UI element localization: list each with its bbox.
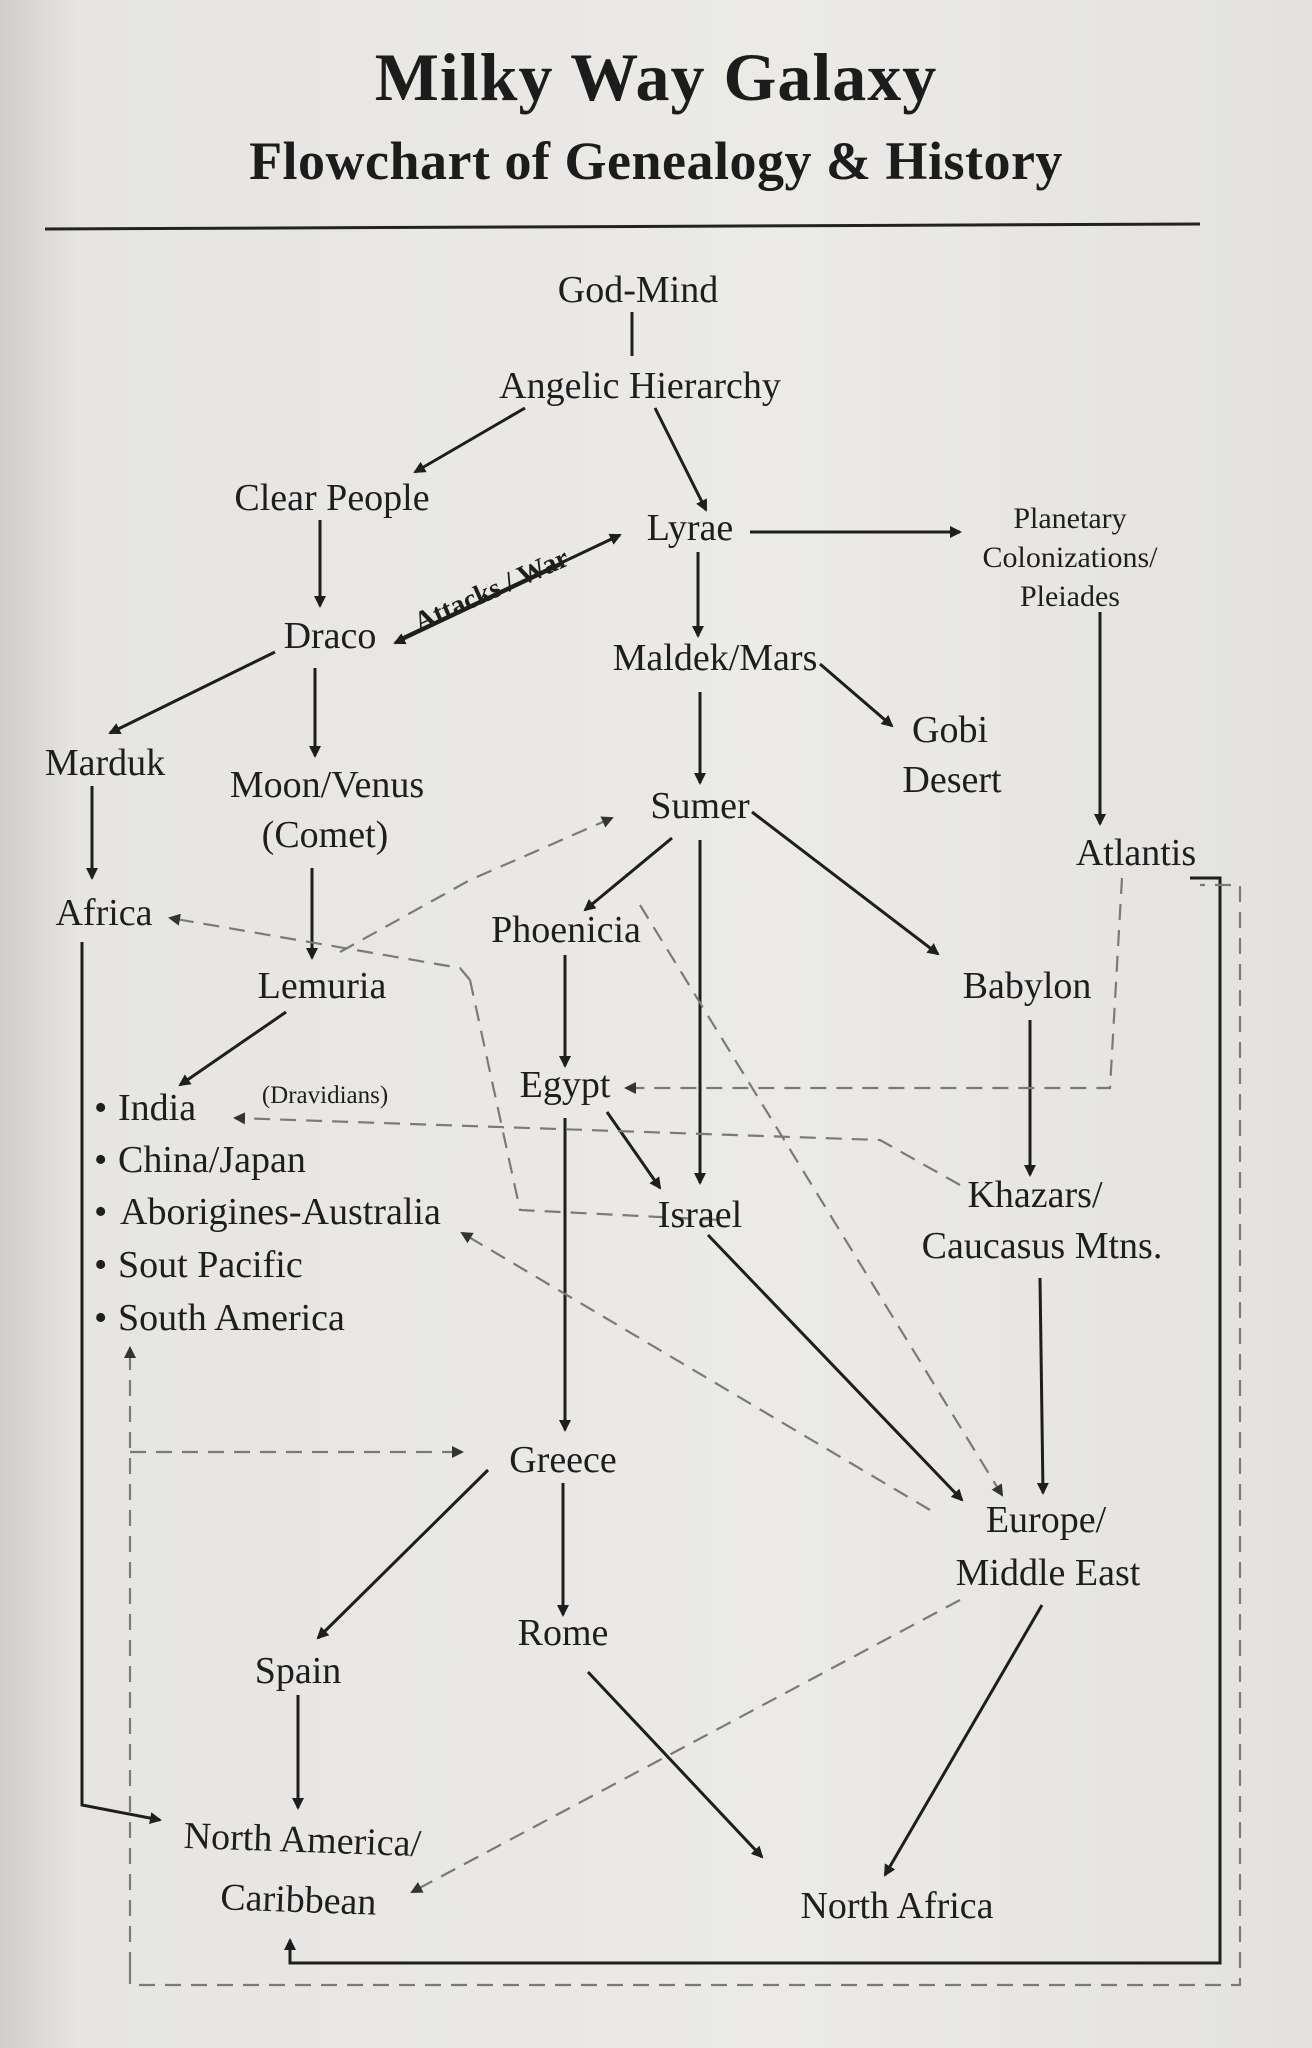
node-phoenicia: Phoenicia bbox=[491, 909, 641, 951]
dashed-atlantis-egypt bbox=[624, 877, 1124, 1094]
node-sumer: Sumer bbox=[650, 785, 750, 827]
node-god-mind: God-Mind bbox=[558, 269, 718, 311]
node-angelic-hierarchy: Angelic Hierarchy bbox=[499, 365, 781, 407]
edge-lyrae-draco-attacks bbox=[393, 563, 561, 645]
edge-israel-europe bbox=[706, 1233, 964, 1502]
list-bullet: • bbox=[94, 1191, 107, 1233]
lemuria-destinations-list: • India • China/Japan • Aborigines-Austr… bbox=[94, 1087, 441, 1339]
list-item-south-pacific: Sout Pacific bbox=[118, 1244, 303, 1286]
edge-atlantis-northamerica bbox=[284, 876, 1222, 1965]
list-bullet: • bbox=[94, 1087, 107, 1129]
node-labels: God-Mind Angelic Hierarchy Clear People … bbox=[45, 269, 1196, 1927]
node-north-america-line1: North America/ bbox=[183, 1815, 422, 1865]
dashed-edges bbox=[124, 816, 1242, 1987]
node-north-africa: North Africa bbox=[800, 1885, 993, 1927]
dashed-phoenicia-europe bbox=[639, 904, 1004, 1497]
node-lyrae: Lyrae bbox=[647, 507, 734, 549]
dashed-sumer-africa bbox=[168, 913, 471, 981]
dashed-europe-aborigines bbox=[460, 1231, 931, 1511]
node-khazars-line2: Caucasus Mtns. bbox=[922, 1225, 1163, 1267]
node-egypt: Egypt bbox=[520, 1064, 611, 1106]
edge-angelic-clearpeople bbox=[413, 406, 526, 474]
node-planetary-line2: Colonizations/ bbox=[983, 541, 1159, 574]
node-planetary-line3: Pleiades bbox=[1020, 580, 1120, 613]
edge-greece-spain bbox=[316, 1468, 490, 1640]
node-gobi-line1: Gobi bbox=[912, 709, 988, 751]
node-moon-venus-line2: (Comet) bbox=[262, 814, 389, 856]
label-attacks-war: Attacks / War bbox=[409, 542, 573, 638]
list-bullet: • bbox=[94, 1139, 107, 1181]
node-moon-venus-line1: Moon/Venus bbox=[230, 764, 424, 806]
list-item-south-america: South America bbox=[118, 1297, 345, 1339]
list-bullet: • bbox=[94, 1244, 107, 1286]
node-spain: Spain bbox=[255, 1650, 342, 1692]
edge-lemuria-india bbox=[178, 1010, 287, 1087]
node-babylon: Babylon bbox=[963, 965, 1092, 1007]
node-lemuria: Lemuria bbox=[258, 965, 387, 1007]
edge-maldek-gobi bbox=[819, 662, 894, 728]
node-maldek-mars: Maldek/Mars bbox=[613, 637, 818, 679]
edge-draco-marduk bbox=[108, 650, 276, 735]
node-gobi-line2: Desert bbox=[902, 759, 1002, 801]
list-bullet: • bbox=[94, 1297, 107, 1339]
dashed-europe-northamerica bbox=[410, 1599, 961, 1893]
node-marduk: Marduk bbox=[45, 742, 165, 784]
list-item-india: India bbox=[118, 1087, 196, 1129]
node-europe-line1: Europe/ bbox=[986, 1499, 1107, 1541]
edge-khazars-europe bbox=[1036, 1277, 1049, 1495]
node-khazars-line1: Khazars/ bbox=[967, 1174, 1102, 1216]
node-draco: Draco bbox=[284, 615, 377, 657]
node-africa: Africa bbox=[55, 892, 152, 934]
label-dravidians: (Dravidians) bbox=[262, 1082, 388, 1109]
dashed-khazars-india bbox=[233, 1112, 961, 1186]
node-greece: Greece bbox=[509, 1439, 617, 1481]
edge-sumer-babylon bbox=[751, 810, 940, 956]
node-rome: Rome bbox=[518, 1612, 609, 1654]
dashed-outer-border bbox=[128, 883, 1242, 1987]
edge-rome-northafrica bbox=[586, 1670, 764, 1859]
node-clear-people: Clear People bbox=[234, 477, 429, 519]
node-europe-line2: Middle East bbox=[956, 1552, 1141, 1594]
node-atlantis: Atlantis bbox=[1076, 832, 1196, 874]
edge-angelic-lyrae bbox=[653, 407, 708, 512]
node-north-america-line2: Caribbean bbox=[220, 1876, 378, 1923]
node-planetary-line1: Planetary bbox=[1013, 502, 1126, 535]
edge-egypt-israel bbox=[605, 1111, 662, 1190]
edge-sumer-phoenicia bbox=[583, 836, 673, 912]
dashed-sumer-egypt-route bbox=[468, 979, 721, 1222]
node-israel: Israel bbox=[658, 1194, 742, 1236]
page-subtitle: Flowchart of Genealogy & History bbox=[249, 131, 1063, 191]
edge-africa-northamerica bbox=[80, 942, 162, 1825]
page-title: Milky Way Galaxy bbox=[374, 39, 938, 115]
list-item-china-japan: China/Japan bbox=[118, 1139, 306, 1181]
list-item-aborigines: Aborigines-Australia bbox=[120, 1191, 441, 1233]
edge-europe-northafrica bbox=[883, 1604, 1044, 1877]
solid-edges bbox=[80, 312, 1222, 1965]
